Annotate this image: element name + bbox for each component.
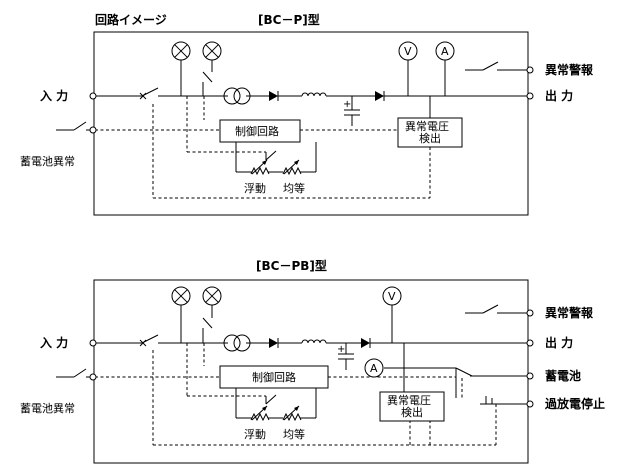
lamp-switch — [202, 71, 213, 83]
input-label: 入 力 — [40, 88, 68, 103]
svg-text:検出: 検出 — [419, 131, 441, 145]
diagram-bc-pb: [BC－PB]型 + V — [20, 258, 605, 464]
voltage-detect-box — [379, 391, 445, 422]
enclosure — [93, 31, 529, 216]
output-diode — [360, 337, 371, 349]
lamp-switch — [202, 317, 213, 329]
output-label: 出 力 — [545, 335, 573, 350]
terminal-input — [89, 339, 97, 347]
alarm-contact — [482, 304, 499, 314]
terminal-output — [526, 92, 534, 100]
enclosure — [93, 279, 529, 464]
lamp-indicator-2 — [202, 41, 222, 61]
terminal-battery — [526, 372, 534, 380]
battery-label: 蓄電池 — [545, 368, 581, 383]
lamp-indicator-1 — [171, 41, 191, 61]
terminal-overdischarge — [526, 400, 534, 408]
fault-alarm-label: 異常警報 — [545, 305, 594, 320]
float-equal-switch — [265, 150, 277, 161]
diagram-title: [BC－PB]型 — [256, 258, 327, 273]
diagram-bc-p: 回路イメージ [BC－P]型 + V — [20, 12, 594, 216]
battery-fault-label: 蓄電池異常 — [20, 402, 75, 415]
input-label: 入 力 — [40, 335, 68, 350]
terminal-input — [89, 92, 97, 100]
terminal-fault-alarm — [526, 309, 534, 317]
svg-text:+: + — [343, 99, 351, 110]
svg-text:異常電圧: 異常電圧 — [387, 394, 431, 407]
svg-text:V: V — [388, 290, 396, 303]
voltage-detect-box — [397, 117, 463, 148]
lamp-indicator-1 — [171, 286, 191, 306]
equal-label: 均等 — [283, 427, 305, 441]
float-resistor — [250, 405, 270, 421]
diagram-caption: 回路イメージ — [95, 12, 167, 27]
svg-text:+: + — [337, 344, 345, 355]
equal-resistor — [282, 405, 302, 421]
float-label: 浮動 — [244, 181, 266, 195]
battery-fault-contact — [73, 368, 87, 378]
reactor-coil — [301, 339, 327, 344]
fault-alarm-label: 異常警報 — [545, 62, 594, 77]
rectifier-diode — [268, 337, 279, 349]
diagram-title: [BC－P]型 — [258, 12, 320, 27]
alarm-contact — [482, 61, 499, 71]
svg-text:検出: 検出 — [401, 405, 423, 419]
output-label: 出 力 — [545, 88, 573, 103]
equal-resistor — [282, 159, 302, 175]
svg-text:A: A — [370, 362, 378, 375]
overdischarge-label: 過放電停止 — [544, 396, 605, 411]
svg-text:異常電圧: 異常電圧 — [405, 120, 449, 133]
lamp-indicator-2 — [202, 286, 222, 306]
float-label: 浮動 — [244, 427, 266, 441]
equal-label: 均等 — [283, 181, 305, 195]
svg-text:V: V — [404, 45, 412, 58]
battery-fault-label: 蓄電池異常 — [20, 155, 75, 168]
svg-text:A: A — [441, 45, 449, 58]
terminal-fault-alarm — [526, 66, 534, 74]
float-equal-switch — [265, 394, 277, 405]
rectifier-diode — [268, 90, 279, 102]
battery-contact — [455, 367, 473, 377]
float-resistor — [250, 159, 270, 175]
output-diode — [374, 90, 385, 102]
reactor-coil — [301, 92, 327, 97]
terminal-battery-fault — [89, 373, 97, 381]
svg-text:制御回路: 制御回路 — [235, 124, 279, 138]
control-circuit-box — [219, 119, 301, 143]
svg-text:制御回路: 制御回路 — [252, 370, 296, 384]
terminal-battery-fault — [89, 126, 97, 134]
battery-fault-contact — [73, 121, 87, 131]
terminal-output — [526, 339, 534, 347]
